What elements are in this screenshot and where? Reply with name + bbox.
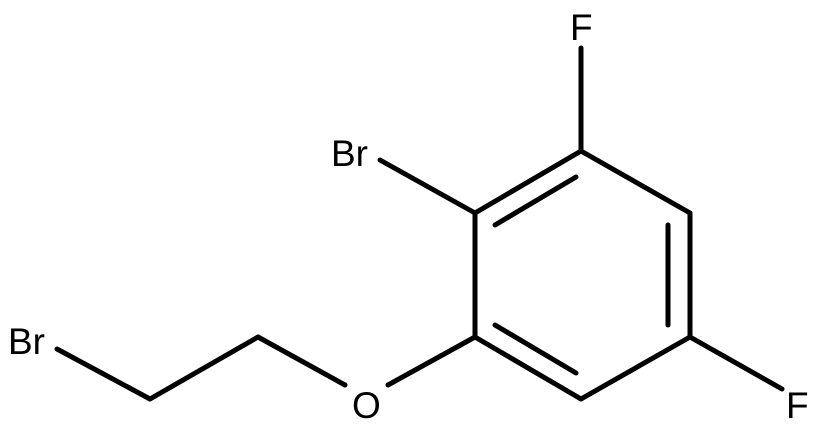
bromine-ring-label: Br — [331, 133, 368, 174]
bond-ch2-br — [54, 346, 153, 402]
ring-bond-c1-c2 — [472, 148, 584, 216]
ring-bond-c5-c6-inner — [492, 322, 579, 376]
bromine-chain-label: Br — [8, 321, 45, 362]
ring-bond-c4-c5 — [578, 334, 693, 402]
bond-c4-f — [687, 334, 785, 392]
fluorine-top-label: F — [570, 7, 593, 48]
oxygen-label: O — [352, 385, 381, 426]
bond-o-ch2 — [255, 334, 348, 388]
bond-c6-o — [385, 334, 478, 388]
ring-bond-c5-c6 — [472, 334, 584, 402]
bond-ch2-ch2 — [147, 334, 261, 402]
bond-c1-br — [377, 157, 478, 216]
ring-bond-c2-c3 — [578, 148, 693, 216]
fluorine-right-label: F — [786, 385, 809, 426]
ring-bond-c1-c2-inner — [492, 174, 579, 228]
